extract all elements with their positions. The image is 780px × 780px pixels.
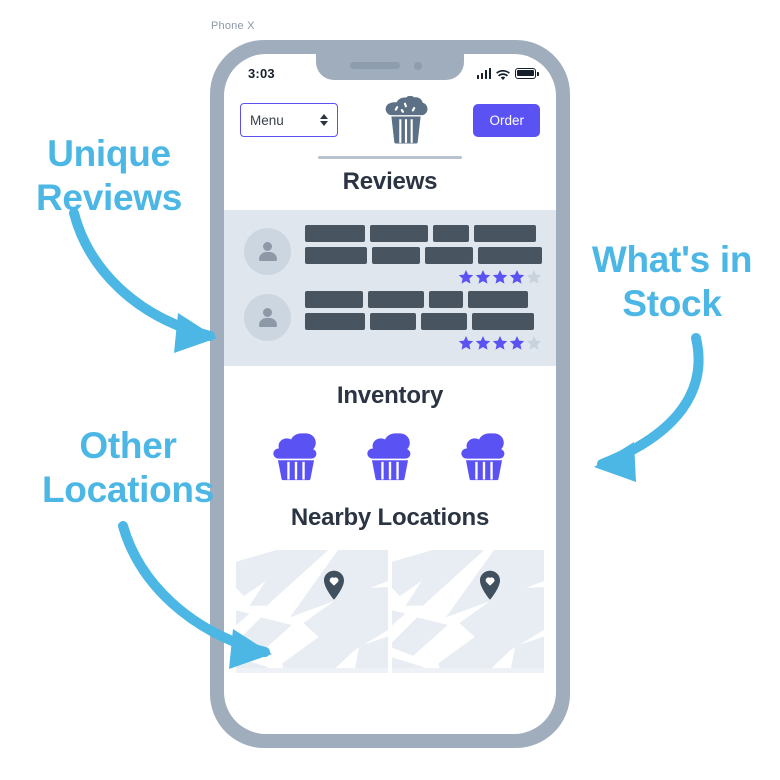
battery-icon [515,67,539,79]
user-avatar-icon [244,293,291,341]
inventory-title: Inventory [336,381,444,409]
text-placeholder-bar [368,290,424,308]
cupcake-icon[interactable] [457,430,511,482]
star-icon-filled [475,269,491,285]
status-time: 3:03 [248,65,275,81]
device-label: Phone X [211,20,255,32]
annotation-unique-reviews-line1: Unique [47,133,171,174]
inventory-section: Inventory [224,366,556,482]
wifi-icon [496,68,510,80]
review-text-line-2 [305,246,542,264]
notch-speaker [350,62,400,69]
notch-camera [414,62,422,70]
annotation-unique-reviews: Unique Reviews [14,132,204,219]
star-icon-filled [509,269,525,285]
annotation-whats-in-stock-line1: What's in [591,239,753,280]
order-button[interactable]: Order [473,103,540,137]
star-icon-filled [458,269,474,285]
annotation-unique-reviews-line2: Reviews [36,176,182,218]
star-icon-filled [492,335,508,351]
review-rating[interactable] [305,269,542,285]
star-icon-filled [492,269,508,285]
header-divider [318,156,462,159]
nearby-locations-title: Nearby Locations [290,503,490,531]
review-item[interactable] [238,288,542,354]
text-placeholder-bar [305,312,365,330]
review-item[interactable] [238,222,542,288]
inventory-items [224,430,556,482]
star-icon-empty [526,335,542,351]
phone-screen: 3:03 Menu [224,54,556,734]
text-placeholder-bar [425,246,473,264]
signal-icon [476,67,491,79]
reviews-title: Reviews [342,167,438,195]
user-avatar-icon [244,227,291,275]
text-placeholder-bar [421,312,467,330]
review-rating[interactable] [305,335,542,351]
menu-select[interactable]: Menu [240,103,338,137]
arrow-to-inventory [594,333,704,482]
star-icon-filled [475,335,491,351]
annotation-whats-in-stock-line2: Stock [622,282,722,324]
map-thumbnail-list [224,549,556,673]
text-placeholder-bar [474,224,536,242]
cupcake-logo-icon [378,94,434,146]
reviews-section [224,209,556,366]
order-button-label: Order [489,112,524,128]
stepper-chevron-icon [320,114,328,126]
heart-map-pin-icon [322,570,346,600]
text-placeholder-bar [472,312,534,330]
heart-map-pin-icon [478,570,502,600]
review-text-line-1 [305,290,542,308]
star-icon-empty [526,269,542,285]
text-placeholder-bar [305,290,363,308]
text-placeholder-bar [305,224,365,242]
text-placeholder-bar [429,290,463,308]
text-placeholder-bar [478,246,542,264]
text-placeholder-bar [370,224,428,242]
annotation-other-locations-line2: Locations [41,468,215,510]
text-placeholder-bar [370,312,416,330]
review-text-line-1 [305,224,542,242]
text-placeholder-bar [468,290,528,308]
review-text-line-2 [305,312,542,330]
annotation-whats-in-stock: What's in Stock [572,238,772,325]
star-icon-filled [509,335,525,351]
menu-select-value: Menu [250,112,284,128]
nearby-locations-section: Nearby Locations [224,504,556,673]
phone-frame: 3:03 Menu [210,40,570,748]
cupcake-icon[interactable] [269,430,323,482]
app-header: Menu [224,86,556,146]
review-body [305,224,542,285]
annotation-other-locations: Other Locations [30,424,226,511]
text-placeholder-bar [433,224,469,242]
review-body [305,290,542,351]
text-placeholder-bar [372,246,420,264]
annotation-other-locations-line1: Other [79,425,177,466]
status-icons [476,67,539,80]
star-icon-filled [458,335,474,351]
status-bar: 3:03 [224,54,556,86]
phone-notch [316,54,464,80]
map-thumbnail[interactable] [392,549,544,673]
cupcake-icon[interactable] [363,430,417,482]
map-thumbnail[interactable] [236,549,388,673]
text-placeholder-bar [305,246,367,264]
